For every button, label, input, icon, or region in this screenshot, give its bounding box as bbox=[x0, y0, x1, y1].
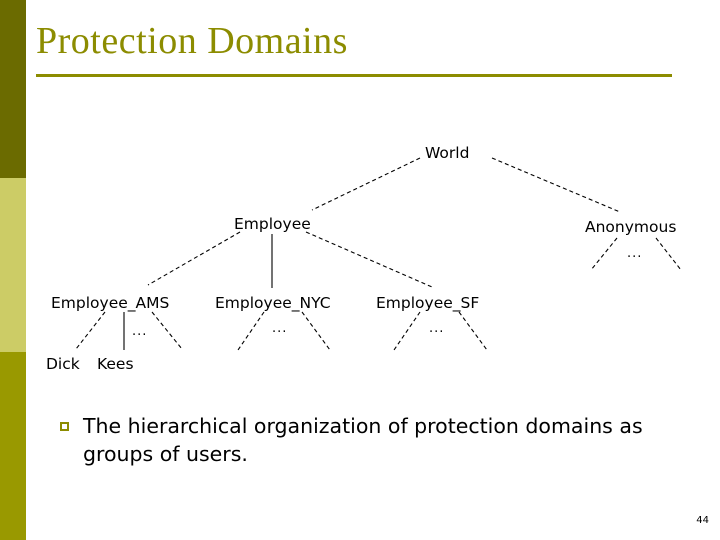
ellipsis-anonymous: ... bbox=[627, 246, 642, 261]
sidebar-band-bottom bbox=[0, 352, 26, 540]
node-employee: Employee bbox=[234, 215, 311, 233]
edge-sf-child-right bbox=[458, 311, 488, 351]
edge-ams-dick bbox=[75, 311, 106, 350]
sidebar-band-middle bbox=[0, 178, 26, 352]
ellipsis-sf: ... bbox=[429, 321, 444, 336]
node-dick: Dick bbox=[46, 355, 80, 373]
bullet-list: The hierarchical organization of protect… bbox=[60, 412, 660, 468]
edge-sf-child-left bbox=[393, 311, 421, 351]
node-world: World bbox=[425, 144, 469, 162]
protection-domain-tree: ... ... ... ... World Employee Anonymous… bbox=[0, 110, 720, 400]
slide-title: Protection Domains bbox=[36, 20, 348, 62]
edge-anonymous-child-right bbox=[655, 237, 682, 271]
node-anonymous: Anonymous bbox=[585, 218, 676, 236]
title-divider bbox=[36, 74, 672, 77]
page-number: 44 bbox=[696, 515, 709, 526]
node-employee-sf: Employee_SF bbox=[376, 294, 479, 313]
edge-employee-ams bbox=[147, 231, 241, 286]
square-bullet-icon bbox=[60, 422, 69, 431]
ellipsis-ams: ... bbox=[132, 324, 147, 339]
node-employee-nyc: Employee_NYC bbox=[215, 294, 331, 313]
sidebar-band-top bbox=[0, 0, 26, 178]
edge-anonymous-child-left bbox=[590, 237, 618, 271]
node-kees: Kees bbox=[97, 355, 134, 373]
bullet-item-text: The hierarchical organization of protect… bbox=[83, 414, 643, 466]
edge-nyc-child-left bbox=[237, 311, 265, 351]
ellipsis-nyc: ... bbox=[272, 321, 287, 336]
edge-employee-sf bbox=[305, 231, 433, 288]
edge-ams-child-right bbox=[151, 311, 183, 350]
node-employee-ams: Employee_AMS bbox=[51, 294, 169, 313]
edge-nyc-child-right bbox=[301, 311, 331, 351]
edge-world-anonymous bbox=[491, 157, 621, 213]
edge-world-employee bbox=[311, 157, 421, 211]
